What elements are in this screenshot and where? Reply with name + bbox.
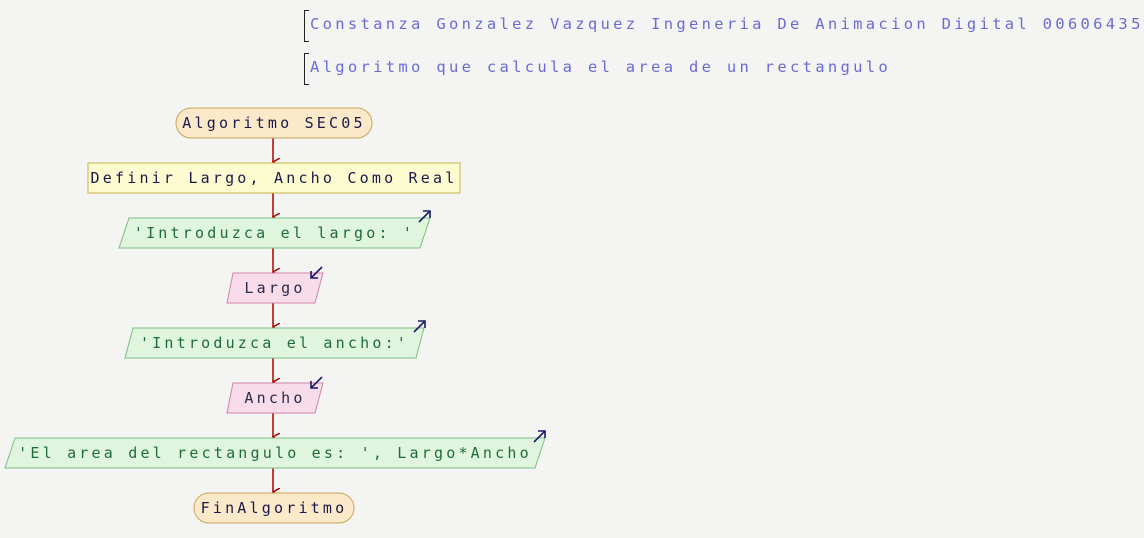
read-2-shape [226,382,324,414]
output-arrow-icon [418,210,431,223]
output-arrow-icon [533,430,546,443]
comment-author: Constanza Gonzalez Vazquez Ingeneria De … [310,15,1144,33]
define-process [87,162,461,194]
flowchart [4,107,546,524]
end-label: FinAlgoritmo [200,499,348,517]
read-1-shape [226,272,324,304]
comment-bracket-2 [304,53,309,85]
end-terminal [193,492,355,524]
write-2-shape [124,327,425,359]
write-3-label: 'El area del rectangulo es: ', Largo*Anc… [18,444,532,462]
start-label: Algoritmo SEC05 [182,114,366,132]
write-1-shape [118,217,431,249]
output-arrow-icon [413,320,426,333]
input-arrow-icon [310,266,323,279]
comment-description: Algoritmo que calcula el area de un rect… [310,58,892,76]
write-3-shape [4,437,546,469]
read-2-label: Ancho [244,389,306,407]
start-terminal [175,107,373,139]
write-2-label: 'Introduzca el ancho:' [139,334,410,352]
input-arrow-icon [310,376,323,389]
write-1-label: 'Introduzca el largo: ' [133,224,416,242]
define-label: Definir Largo, Ancho Como Real [90,169,458,187]
comment-bracket-1 [304,10,309,42]
read-1-label: Largo [244,279,306,297]
